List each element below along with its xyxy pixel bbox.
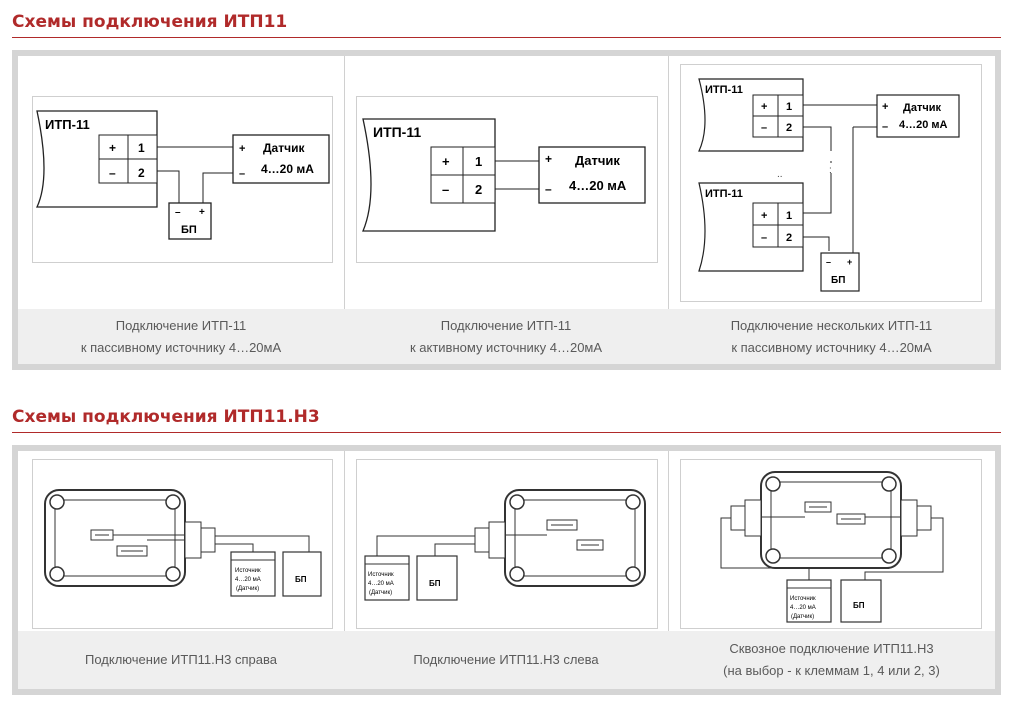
svg-text:(Датчик): (Датчик) [791, 614, 814, 620]
svg-text:–: – [761, 232, 767, 244]
svg-text:(Датчик): (Датчик) [236, 586, 259, 592]
range-label: 4…20 мА [899, 119, 948, 131]
sensor-label: Датчик [263, 141, 305, 155]
caption-passive: Подключение ИТП-11 к пассивному источник… [18, 309, 344, 364]
diagram-n3-right: Источник 4…20 мА (Датчик) БП [32, 459, 333, 629]
svg-text:..: .. [777, 169, 783, 180]
diagram-panel-inner: ИТП-11 + – 1 2 + – Датчик 4…20 мА [18, 56, 995, 364]
svg-text:–: – [239, 168, 245, 180]
section-divider [12, 37, 1001, 38]
diagram-cell-n3-right: Источник 4…20 мА (Датчик) БП Подключение… [18, 451, 345, 689]
psu-label: БП [181, 224, 197, 236]
svg-text:–: – [761, 122, 767, 134]
svg-text:+: + [442, 154, 450, 169]
svg-text:1: 1 [138, 141, 145, 155]
svg-text:БП: БП [429, 579, 441, 588]
range-label: 4…20 мА [569, 178, 627, 193]
svg-text:+: + [545, 152, 552, 166]
svg-text::: : [829, 165, 832, 176]
diagram-panel-itp11-n3: Источник 4…20 мА (Датчик) БП Подключение… [12, 445, 1001, 695]
svg-text:4…20 мА: 4…20 мА [235, 577, 261, 583]
svg-text:–: – [109, 166, 116, 180]
svg-text:+: + [199, 207, 205, 218]
diagram-cell-n3-through: Источник 4…20 мА (Датчик) БП Сквозное по… [668, 451, 995, 689]
caption-active: Подключение ИТП-11 к активному источнику… [344, 309, 668, 364]
caption-n3-through: Сквозное подключение ИТП11.Н3 (на выбор … [668, 631, 995, 689]
svg-text:+: + [109, 141, 116, 155]
svg-text:4…20 мА: 4…20 мА [368, 581, 394, 587]
diagram-panel-itp11: ИТП-11 + – 1 2 + – Датчик 4…20 мА [12, 50, 1001, 370]
psu-label: БП [831, 275, 845, 286]
device2-label: ИТП-11 [705, 188, 743, 200]
svg-text:–: – [442, 182, 449, 197]
svg-text:2: 2 [786, 232, 792, 244]
svg-text:+: + [761, 210, 767, 222]
svg-text:Источник: Источник [368, 572, 394, 578]
svg-text:1: 1 [786, 210, 792, 222]
section-title-itp11-n3: Схемы подключения ИТП11.Н3 [12, 407, 320, 427]
diagram-cell-multiple: ИТП-11 + – 1 2 ИТП-11 + – 1 [668, 56, 995, 364]
section-divider [12, 432, 1001, 433]
diagram-passive-source: ИТП-11 + – 1 2 + – Датчик 4…20 мА [32, 96, 333, 263]
svg-text:–: – [545, 182, 552, 196]
diagram-panel-inner: Источник 4…20 мА (Датчик) БП Подключение… [18, 451, 995, 689]
svg-text:+: + [882, 101, 888, 113]
diagram-multiple-devices: ИТП-11 + – 1 2 ИТП-11 + – 1 [680, 64, 982, 302]
sensor-label: Датчик [575, 153, 620, 168]
svg-text:+: + [847, 257, 852, 267]
caption-n3-left: Подключение ИТП11.Н3 слева [344, 631, 668, 689]
svg-text:2: 2 [138, 166, 145, 180]
svg-text:(Датчик): (Датчик) [369, 590, 392, 596]
diagram-n3-left: Источник 4…20 мА (Датчик) БП [356, 459, 658, 629]
svg-text:БП: БП [295, 575, 307, 584]
svg-text:+: + [761, 101, 767, 113]
diagram-cell-active: ИТП-11 + – 1 2 + – Датчик 4…20 мА [344, 56, 669, 364]
diagram-active-source: ИТП-11 + – 1 2 + – Датчик 4…20 мА [356, 96, 658, 263]
caption-multiple: Подключение нескольких ИТП-11 к пассивно… [668, 309, 995, 364]
svg-text:1: 1 [475, 154, 482, 169]
diagram-n3-through: Источник 4…20 мА (Датчик) БП [680, 459, 982, 629]
device1-label: ИТП-11 [705, 84, 743, 96]
svg-text:–: – [826, 257, 831, 267]
range-label: 4…20 мА [261, 162, 314, 176]
svg-text:4…20 мА: 4…20 мА [790, 605, 816, 611]
svg-text:+: + [239, 143, 245, 155]
svg-text:БП: БП [853, 601, 865, 610]
sensor-label: Датчик [903, 102, 941, 114]
device-label: ИТП-11 [373, 124, 421, 140]
svg-text:–: – [882, 121, 888, 133]
svg-text:Источник: Источник [790, 596, 816, 602]
svg-text:Источник: Источник [235, 568, 261, 574]
diagram-cell-n3-left: Источник 4…20 мА (Датчик) БП Подключение… [344, 451, 669, 689]
device-label: ИТП-11 [45, 117, 90, 132]
svg-text:1: 1 [786, 101, 792, 113]
caption-n3-right: Подключение ИТП11.Н3 справа [18, 631, 344, 689]
diagram-cell-passive: ИТП-11 + – 1 2 + – Датчик 4…20 мА [18, 56, 345, 364]
section-title-itp11: Схемы подключения ИТП11 [12, 12, 288, 32]
svg-text:2: 2 [786, 122, 792, 134]
svg-text:–: – [175, 207, 181, 218]
svg-text:2: 2 [475, 182, 482, 197]
